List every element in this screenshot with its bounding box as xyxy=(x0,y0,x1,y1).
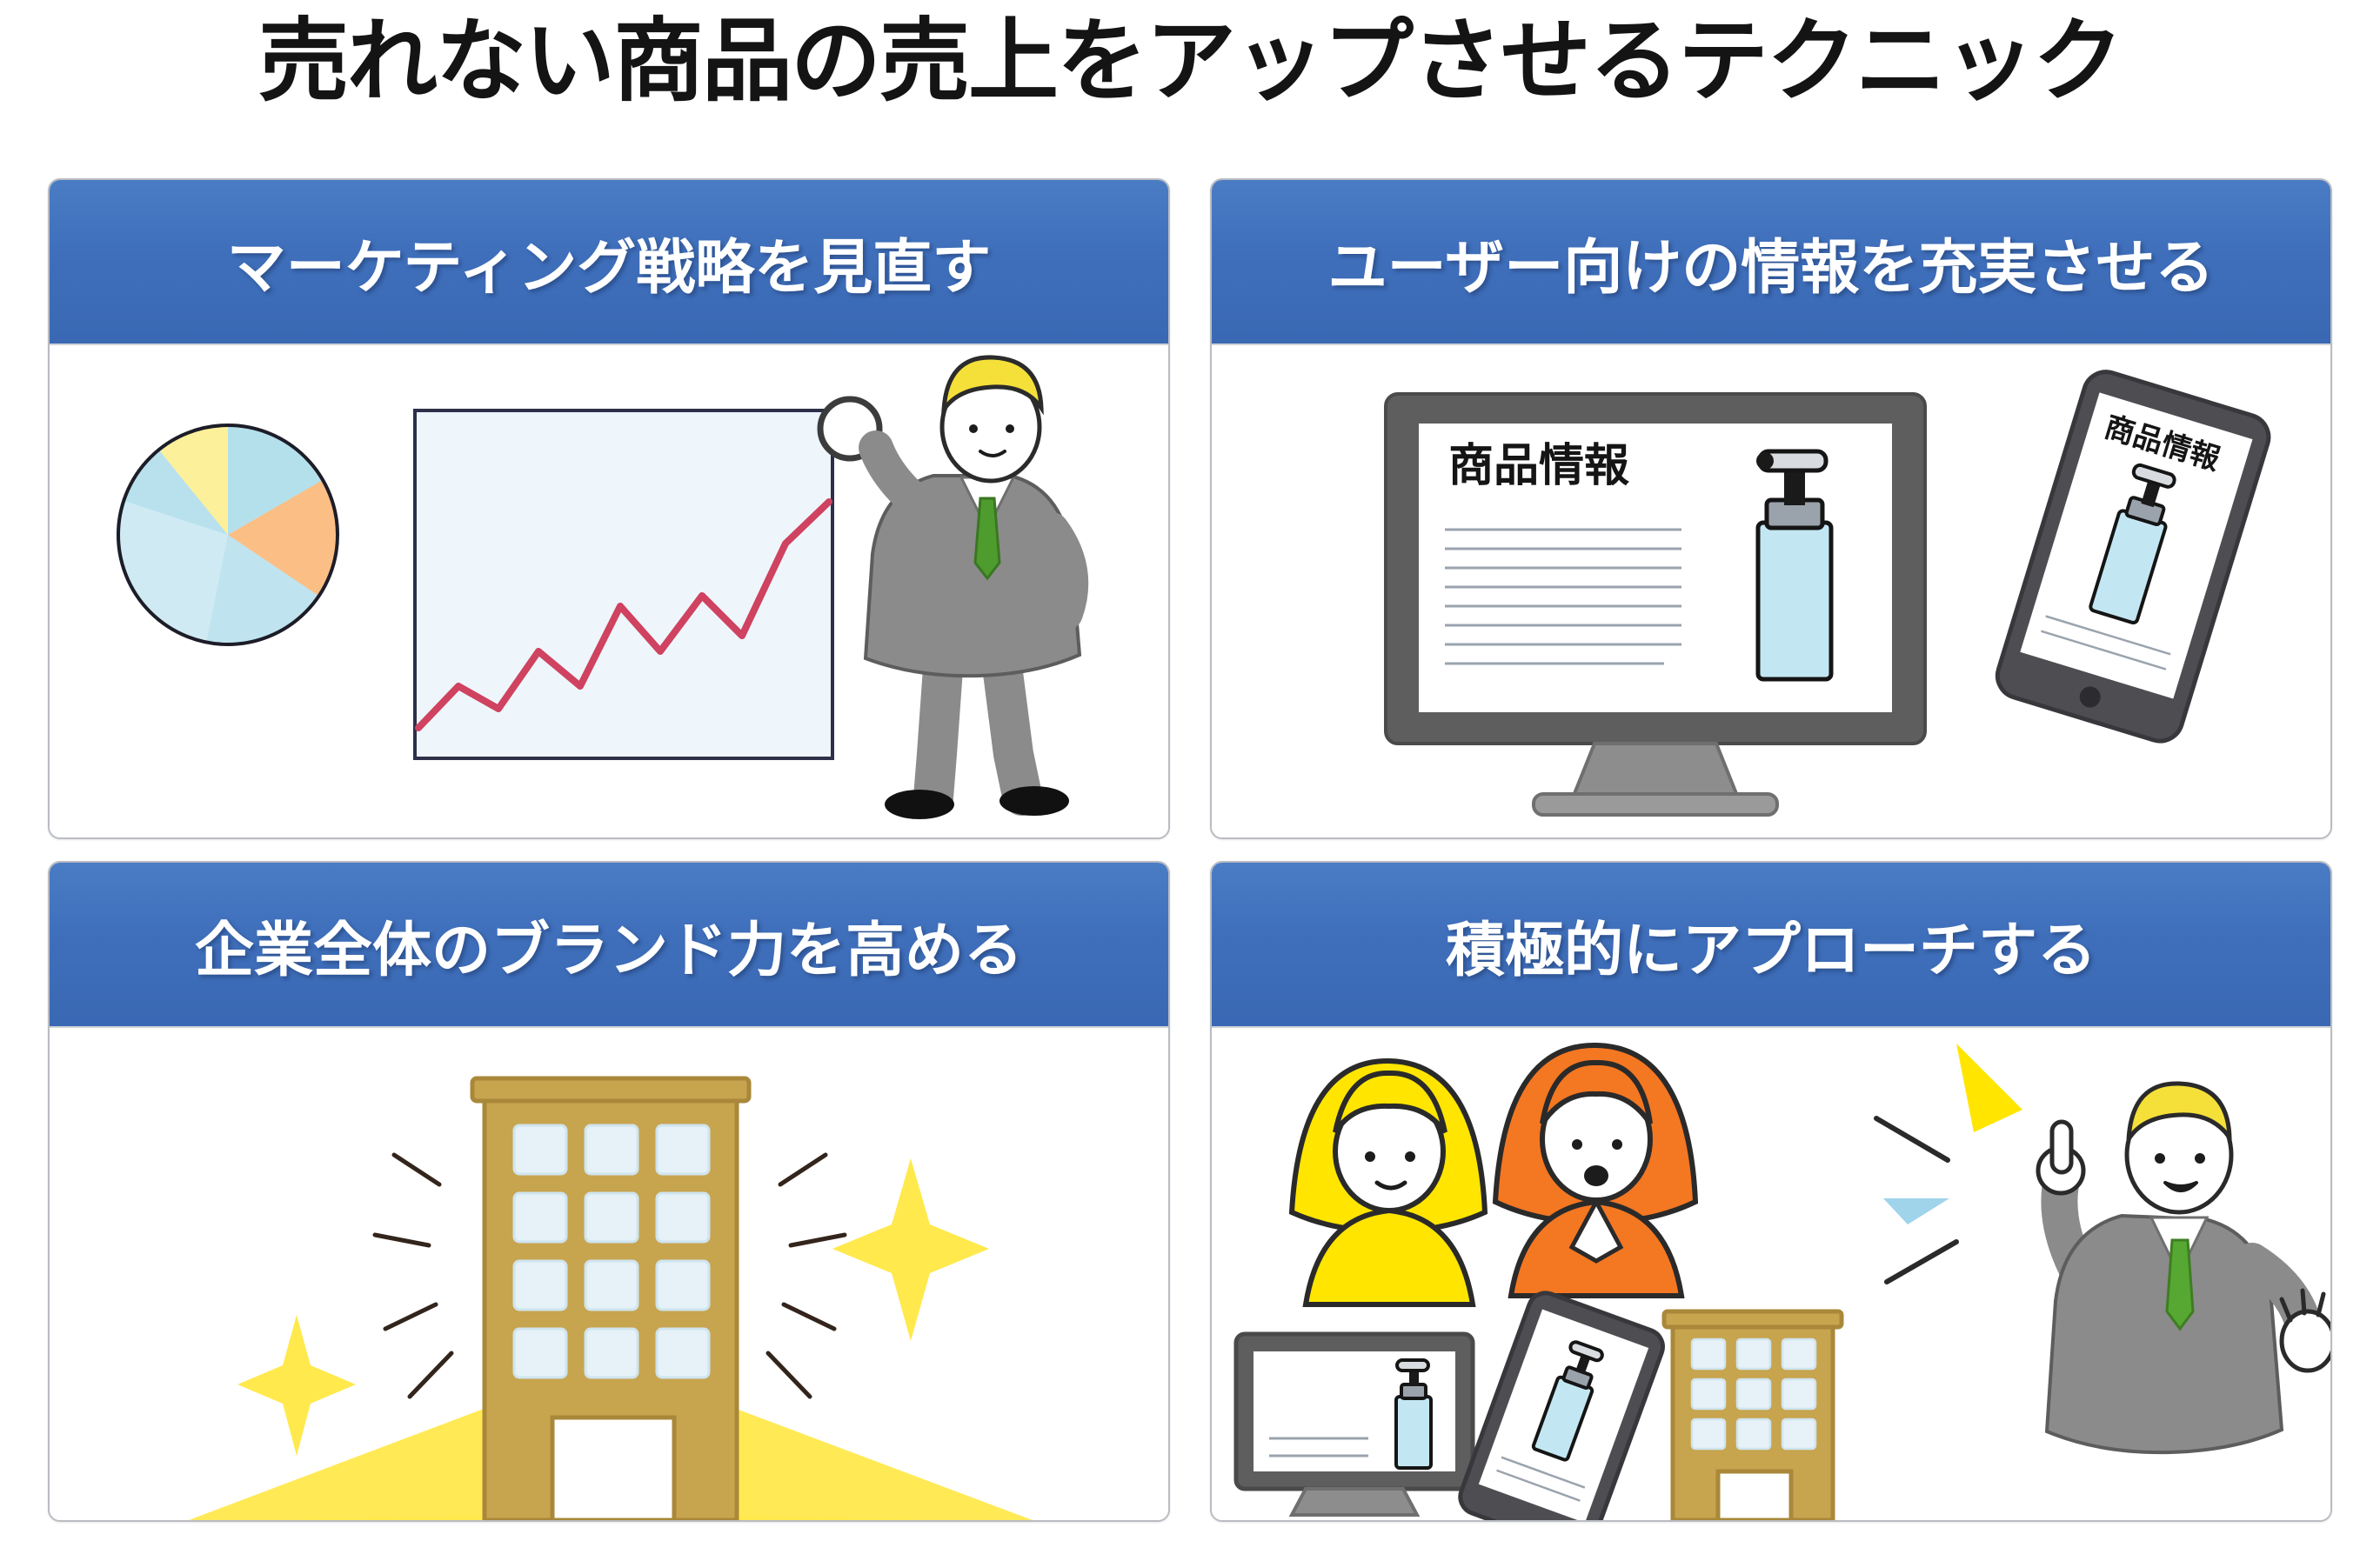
office-building-small xyxy=(1661,1309,1844,1520)
smartphone-tilted: 商品情報 xyxy=(1995,370,2271,744)
building-entrance xyxy=(550,1415,677,1520)
card-user-information[interactable]: ユーザー向けの情報を充実させる 商品情報 xyxy=(1210,178,2332,839)
sparkle-star-large xyxy=(832,1158,989,1341)
emphasis-triangle-yellow xyxy=(1956,1044,2022,1132)
card-corporate-brand[interactable]: 企業全体のブランド力を高める xyxy=(48,861,1170,1522)
illustration-marketing-strategy xyxy=(50,345,1168,837)
emphasis-triangle-blue xyxy=(1883,1198,1949,1224)
card-header-user-information: ユーザー向けの情報を充実させる xyxy=(1212,180,2330,345)
businessman-pointing xyxy=(2036,1081,2330,1455)
card-title-user-information: ユーザー向けの情報を充実させる xyxy=(1327,234,2215,301)
desktop-monitor-small xyxy=(1233,1331,1475,1517)
card-body-marketing-strategy xyxy=(50,345,1168,837)
emphasis-lines xyxy=(1874,1044,2022,1284)
desktop-monitor: 商品情報 xyxy=(1384,392,1927,817)
page-title: 売れない商品の売上をアップさせるテクニック xyxy=(257,11,2123,112)
monitor-screen-heading: 商品情報 xyxy=(1448,441,1629,491)
card-title-marketing-strategy: マーケティング戦略を見直す xyxy=(226,234,992,301)
card-grid: マーケティング戦略を見直す xyxy=(48,178,2332,1522)
sparkle-star-small xyxy=(237,1315,356,1456)
card-header-marketing-strategy: マーケティング戦略を見直す xyxy=(50,180,1168,345)
open-hand xyxy=(2279,1288,2330,1373)
line-chart-panel xyxy=(413,409,834,760)
illustration-active-approach xyxy=(1212,1028,2330,1520)
card-title-active-approach: 積極的にアプローチする xyxy=(1445,917,2096,984)
illustration-user-information: 商品情報 xyxy=(1212,345,2330,837)
card-header-active-approach: 積極的にアプローチする xyxy=(1212,863,2330,1028)
pump-bottle-on-phone xyxy=(2089,463,2176,625)
radiating-lines-left xyxy=(372,1152,454,1399)
radiating-lines-right xyxy=(765,1152,847,1399)
pie-chart xyxy=(116,424,339,646)
card-body-active-approach xyxy=(1212,1028,2330,1520)
businessman-holding-magnifier xyxy=(817,355,1089,819)
pump-bottle-on-monitor xyxy=(1755,449,1834,682)
woman-orange-hair xyxy=(1492,1042,1699,1298)
card-body-user-information: 商品情報 xyxy=(1212,345,2330,837)
card-title-corporate-brand: 企業全体のブランド力を高める xyxy=(194,917,1023,984)
card-marketing-strategy[interactable]: マーケティング戦略を見直す xyxy=(48,178,1170,839)
card-active-approach[interactable]: 積極的にアプローチする xyxy=(1210,861,2332,1522)
pump-bottle-phone-small xyxy=(1531,1340,1604,1462)
pump-bottle-monitor-small xyxy=(1394,1358,1433,1470)
building-windows xyxy=(512,1124,711,1379)
card-header-corporate-brand: 企業全体のブランド力を高める xyxy=(50,863,1168,1028)
monitor-text-lines xyxy=(1445,528,1681,665)
illustration-corporate-brand xyxy=(50,1028,1168,1520)
smartphone-tilted-small xyxy=(1458,1291,1665,1520)
office-building xyxy=(470,1076,752,1520)
woman-yellow-hair xyxy=(1288,1057,1488,1307)
card-body-corporate-brand xyxy=(50,1028,1168,1520)
